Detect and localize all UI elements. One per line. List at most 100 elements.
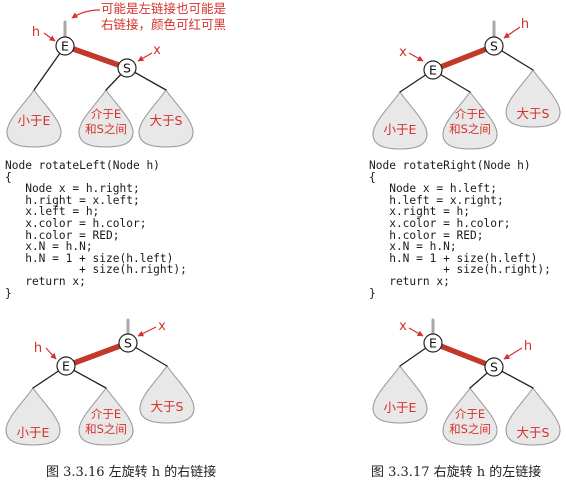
annotation-line-2: 右链接，颜色可红可黑 xyxy=(101,17,226,32)
subtree-between-e-and-s xyxy=(78,89,134,148)
subtree-greater-label: 大于S xyxy=(517,425,550,440)
subtree-between-e-and-s xyxy=(78,387,134,446)
label-h-text: h xyxy=(34,341,42,356)
subtree-mid-label-2: 和S之间 xyxy=(85,122,127,136)
label-h-text: h xyxy=(32,25,40,40)
code-line: h.N = 1 + size(h.left) xyxy=(5,251,174,265)
subtree-greater-than-s xyxy=(505,69,561,128)
node-s-label: S xyxy=(123,61,131,76)
node-e-circle xyxy=(423,333,443,353)
code-line: x.left = h; xyxy=(5,205,100,219)
code-rotate-right: Node rotateRight(Node h) { Node x = h.le… xyxy=(369,160,551,299)
node-e-label: E xyxy=(62,359,70,374)
code-line: h.right = x.left; xyxy=(5,193,140,207)
node-s-label: S xyxy=(490,39,498,54)
subtree-greater-label: 大于S xyxy=(150,113,183,128)
label-h-text: h xyxy=(521,17,529,32)
caption-right: 图 3.3.17 右旋转 h 的左链接 xyxy=(371,465,542,480)
label-x-arrow xyxy=(408,52,424,62)
code-line: x.color = h.color; xyxy=(369,216,511,230)
subtree-mid-label-1: 介于E xyxy=(455,407,485,421)
node-e-circle xyxy=(423,60,443,80)
subtree-mid-label-2: 和S之间 xyxy=(449,422,491,436)
node-s-label: S xyxy=(490,360,498,375)
label-x-arrow xyxy=(408,327,424,337)
code-line: h.color = RED; xyxy=(369,228,484,242)
label-h-arrow xyxy=(43,32,56,42)
code-line: Node x = h.left; xyxy=(369,182,497,196)
annotation-arrow xyxy=(71,9,101,19)
code-line: return x; xyxy=(5,274,86,288)
code-line: { xyxy=(369,170,376,184)
code-line: + size(h.right); xyxy=(369,263,551,277)
subtree-less-label: 小于E xyxy=(384,122,417,137)
node-s-circle xyxy=(484,357,504,377)
code-line: { xyxy=(5,170,12,184)
subtree-less-label: 小于E xyxy=(384,400,417,415)
label-x-text: x xyxy=(399,45,407,60)
label-x-text: x xyxy=(158,319,166,334)
code-line: x.N = h.N; xyxy=(369,240,457,254)
node-s-circle xyxy=(484,36,504,56)
node-s-circle xyxy=(118,333,138,353)
red-link-s-e xyxy=(430,43,497,73)
subtree-less-label: 小于E xyxy=(18,113,51,128)
node-e-label: E xyxy=(429,336,437,351)
subtree-between-e-and-s xyxy=(442,91,498,150)
subtree-less-than-e xyxy=(372,91,428,150)
subtree-greater-than-s xyxy=(138,89,194,148)
label-h-arrow xyxy=(45,347,57,360)
node-e-circle xyxy=(56,356,76,376)
label-x-text: x xyxy=(153,43,161,58)
node-s-circle xyxy=(117,58,137,78)
subtree-mid-label-2: 和S之间 xyxy=(449,122,491,136)
label-x-arrow xyxy=(137,52,153,62)
subtree-greater-label: 大于S xyxy=(517,106,550,121)
subtree-less-than-e xyxy=(6,89,62,148)
label-x-arrow xyxy=(137,326,157,337)
code-line: Node x = h.right; xyxy=(5,182,140,196)
label-x-text: x xyxy=(399,319,407,334)
code-line: } xyxy=(369,286,376,300)
code-line: return x; xyxy=(369,274,450,288)
subtree-greater-than-s xyxy=(139,365,195,424)
subtree-less-than-e xyxy=(5,387,61,446)
code-line: x.color = h.color; xyxy=(5,216,147,230)
code-line: x.right = h; xyxy=(369,205,471,219)
code-line: Node rotateLeft(Node h) xyxy=(5,159,160,172)
subtree-greater-than-s xyxy=(505,387,561,446)
caption-left: 图 3.3.16 左旋转 h 的右链接 xyxy=(46,465,217,480)
node-e-label: E xyxy=(61,39,69,54)
subtree-between-e-and-s xyxy=(442,387,498,446)
annotation-line-1: 可能是左链接也可能是 xyxy=(101,1,227,16)
node-e-circle xyxy=(55,36,75,56)
node-s-label: S xyxy=(124,336,132,351)
node-e-label: E xyxy=(429,63,437,78)
red-link-s-e xyxy=(63,340,131,369)
code-line: h.left = x.right; xyxy=(369,193,504,207)
label-h-arrow xyxy=(503,347,523,360)
subtree-mid-label-1: 介于E xyxy=(455,107,485,121)
code-line: + size(h.right); xyxy=(5,263,187,277)
subtree-mid-label-1: 介于E xyxy=(91,407,121,421)
code-line: h.color = RED; xyxy=(5,228,120,242)
code-rotate-left: Node rotateLeft(Node h) { Node x = h.rig… xyxy=(5,160,187,299)
subtree-less-than-e xyxy=(372,365,428,424)
subtree-mid-label-2: 和S之间 xyxy=(85,422,127,436)
red-link-e-s xyxy=(430,340,497,370)
code-line: x.N = h.N; xyxy=(5,240,93,254)
code-line: Node rotateRight(Node h) xyxy=(369,159,531,172)
label-h-arrow xyxy=(503,26,521,39)
code-line: } xyxy=(5,286,12,300)
code-line: h.N = 1 + size(h.left) xyxy=(369,251,538,265)
subtree-less-label: 小于E xyxy=(17,425,50,440)
subtree-greater-label: 大于S xyxy=(151,399,184,414)
label-h-text: h xyxy=(524,339,532,354)
red-link-e-s xyxy=(62,43,130,71)
subtree-mid-label-1: 介于E xyxy=(91,107,121,121)
